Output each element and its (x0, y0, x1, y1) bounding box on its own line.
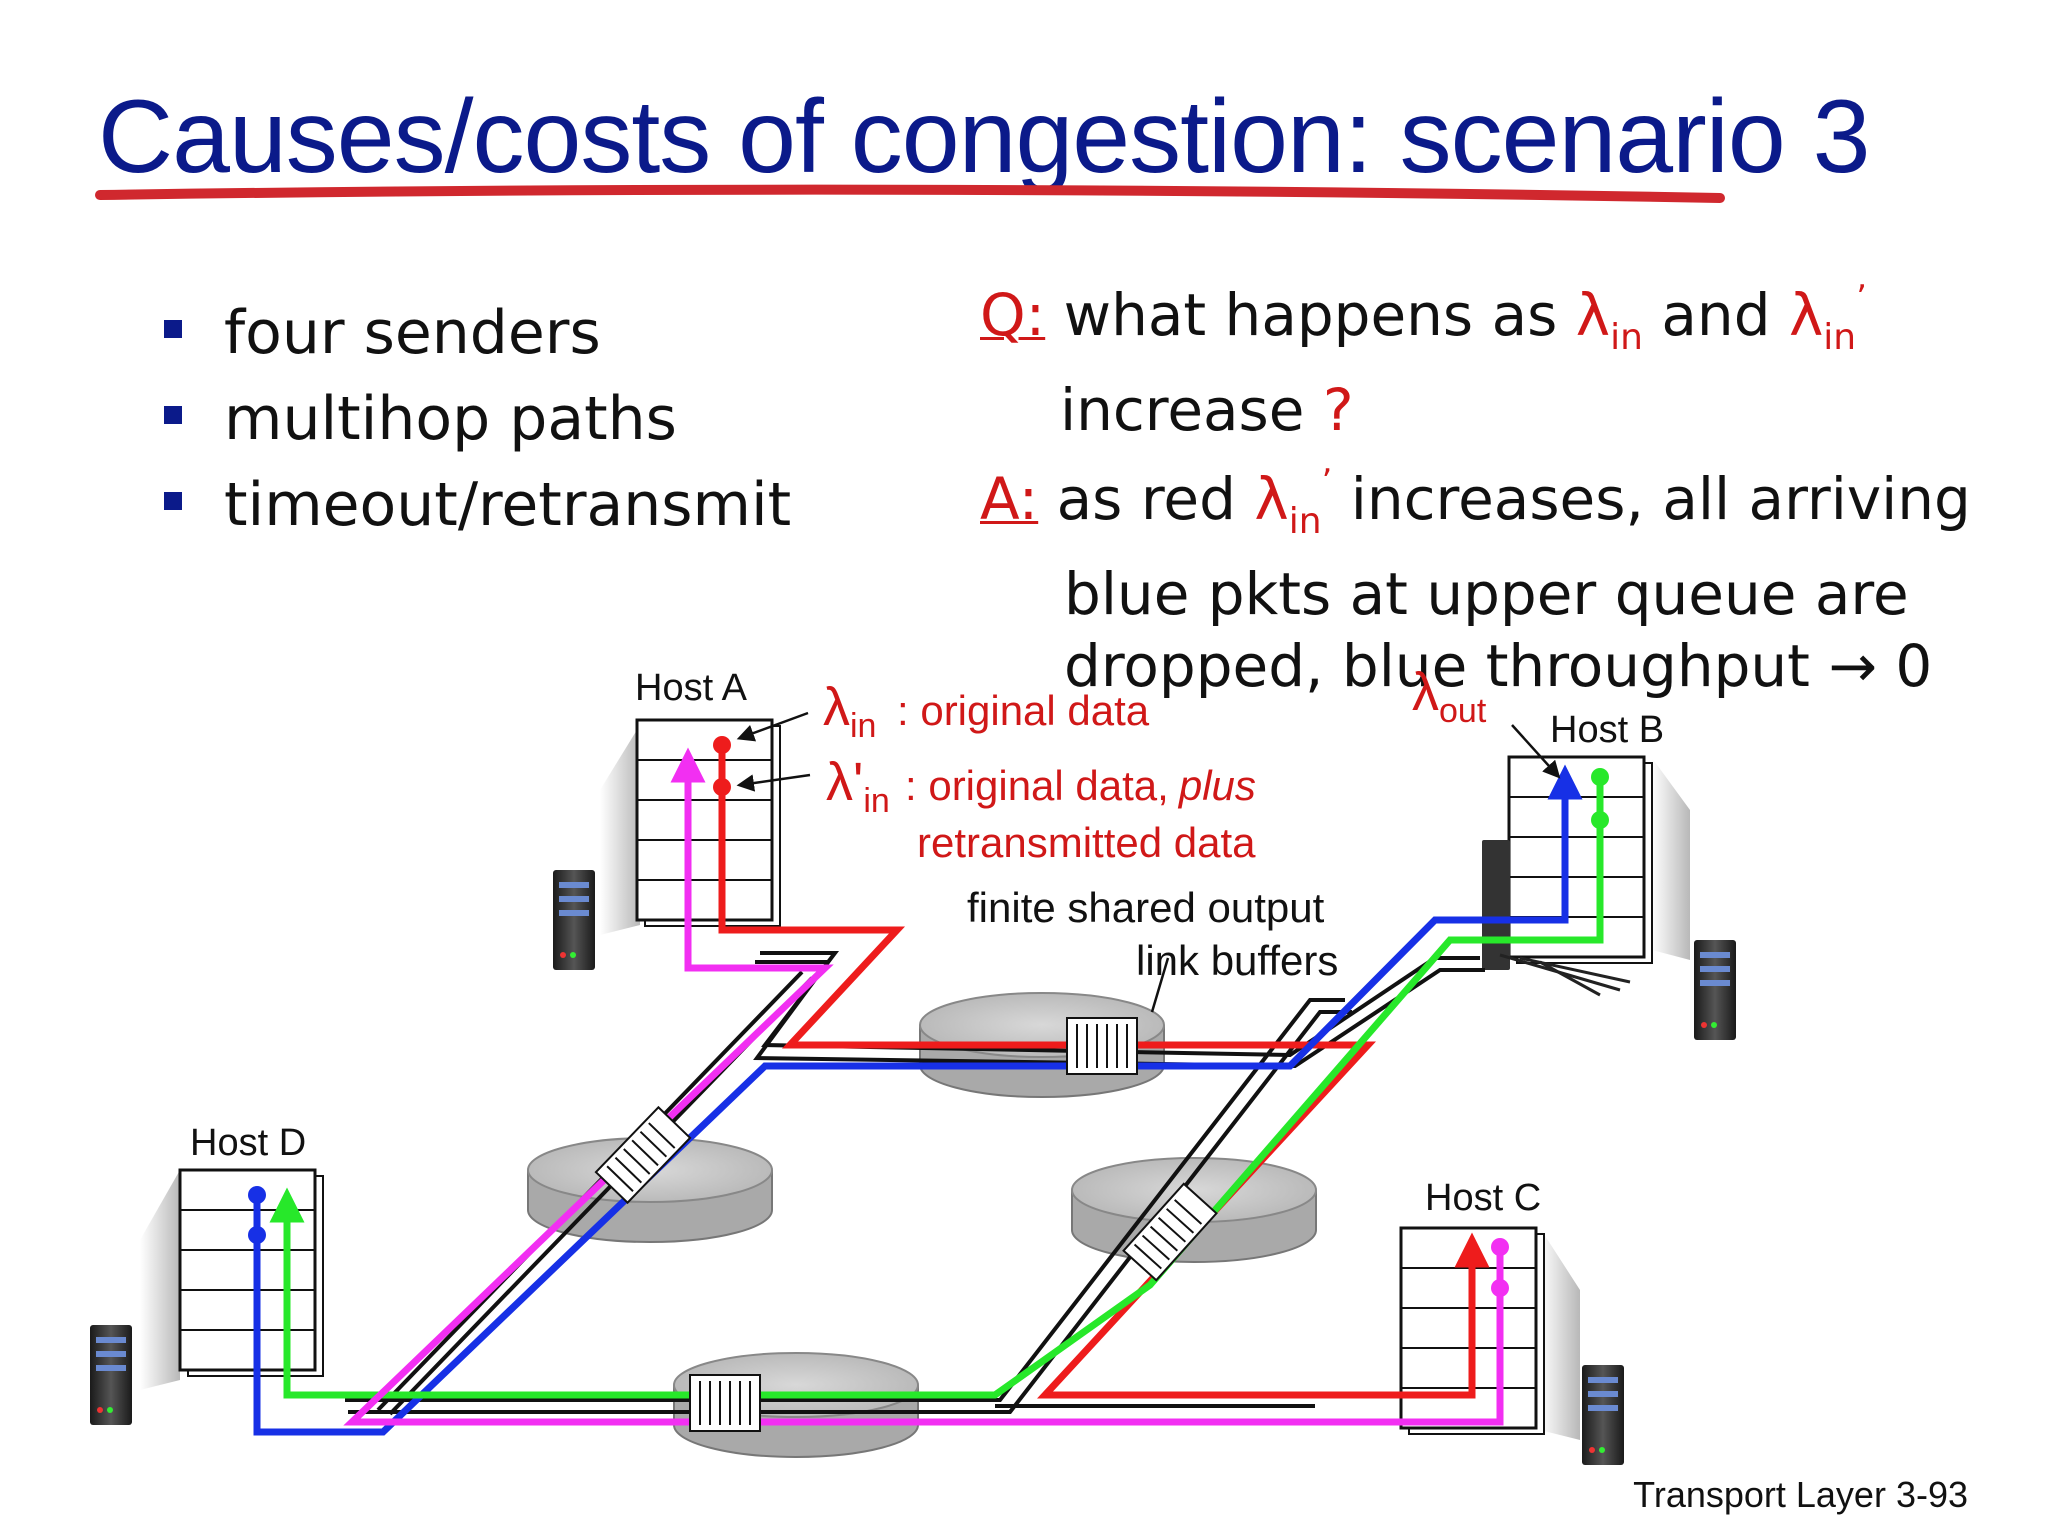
buffer-top (1066, 1017, 1138, 1075)
blue-flow (253, 764, 1583, 1436)
bullet-square-icon (164, 320, 182, 338)
buffer-label-pointer (1150, 957, 1170, 1013)
bullet-list: four senders multihop paths timeout/retr… (160, 290, 791, 548)
magenta-flow (343, 747, 1504, 1426)
question-answer-block: Q: what happens as λin and λin’ increase… (980, 262, 1971, 702)
host-a-label: Host A (635, 667, 748, 709)
lambda-in-symbol: λin (823, 677, 876, 745)
label-pointers (736, 711, 1561, 792)
lambda-out-symbol: λout (1412, 662, 1487, 730)
slide-footer: Transport Layer 3-93 (1633, 1474, 1968, 1515)
question-line-2: increase ? (1060, 376, 1354, 444)
bullet-item: timeout/retransmit (160, 462, 791, 548)
buffer-right (1122, 1182, 1218, 1282)
buffer-label-line-1: finite shared output (967, 884, 1325, 931)
answer-line-3: dropped, blue throughput → 0 (1064, 632, 1933, 700)
slide-title: Causes/costs of congestion: scenario 3 (98, 79, 1870, 195)
bullet-square-icon (164, 492, 182, 510)
host-c-label: Host C (1425, 1177, 1541, 1219)
buffer-left (594, 1105, 692, 1205)
answer-line-2: blue pkts at upper queue are (1064, 560, 1909, 628)
host-d-label: Host D (190, 1122, 306, 1164)
server-icon (90, 1325, 132, 1425)
lambda-prime-in-symbol: λ'in (826, 752, 890, 820)
question-line-1: Q: what happens as λin and λin’ (980, 278, 1867, 358)
retransmitted-label: retransmitted data (917, 819, 1256, 866)
answer-line-1: A: as red λin’ increases, all arriving (980, 462, 1971, 542)
host-b-label: Host B (1550, 709, 1664, 751)
buffer-label-line-2: link buffers (1136, 937, 1338, 984)
bullet-item: four senders (160, 290, 791, 376)
bullet-square-icon (164, 406, 182, 424)
lambda-prime-description: : original data,plus (905, 762, 1256, 809)
buffer-bottom (689, 1374, 761, 1432)
bullet-item: multihop paths (160, 376, 791, 462)
server-icon (1582, 1365, 1624, 1465)
lambda-in-description: : original data (897, 687, 1150, 734)
source-dots (248, 736, 1609, 1297)
server-icon (553, 870, 595, 970)
server-icon (1694, 940, 1736, 1040)
green-flow (269, 782, 1604, 1399)
host-b (1482, 755, 1736, 1040)
host-c (1399, 1226, 1624, 1465)
